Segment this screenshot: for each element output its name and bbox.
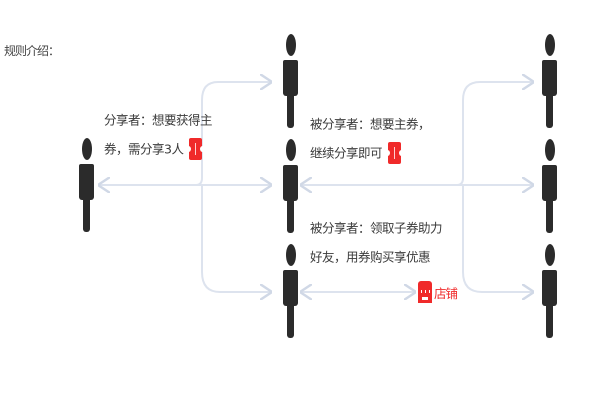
person-icon-right-top — [542, 34, 558, 130]
shared-b-line-2: 好友，用券购买享优惠 — [310, 249, 431, 264]
sharer-person-icon — [79, 138, 95, 234]
sharer-line-1: 分享者：想要获得主 — [104, 112, 213, 128]
sharer-description: 分享者：想要获得主 券，需分享3人 — [104, 106, 213, 163]
shared-a-line-1: 被分享者：想要主券， — [310, 116, 431, 132]
rules-title: 规则介绍： — [4, 44, 60, 58]
shared-b-description: 被分享者：领取子券助力 好友，用券购买享优惠 — [310, 214, 443, 271]
person-icon-right-middle — [542, 139, 558, 235]
person-icon-mid-middle — [283, 139, 299, 235]
person-icon-right-bottom — [542, 244, 558, 340]
shared-a-line-2: 继续分享即可 — [310, 145, 383, 160]
store-label: 店铺 — [434, 285, 458, 301]
coupon-icon — [186, 138, 206, 160]
store-badge: 店铺 — [418, 278, 458, 306]
shared-b-line-1: 被分享者：领取子券助力 — [310, 220, 443, 236]
sharer-line-2: 券，需分享3人 — [104, 141, 184, 156]
shared-a-description: 被分享者：想要主券， 继续分享即可 — [310, 110, 431, 167]
person-icon-mid-bottom — [283, 244, 299, 340]
coupon-icon — [385, 142, 405, 164]
store-icon — [418, 281, 432, 303]
person-icon-mid-top — [283, 34, 299, 130]
